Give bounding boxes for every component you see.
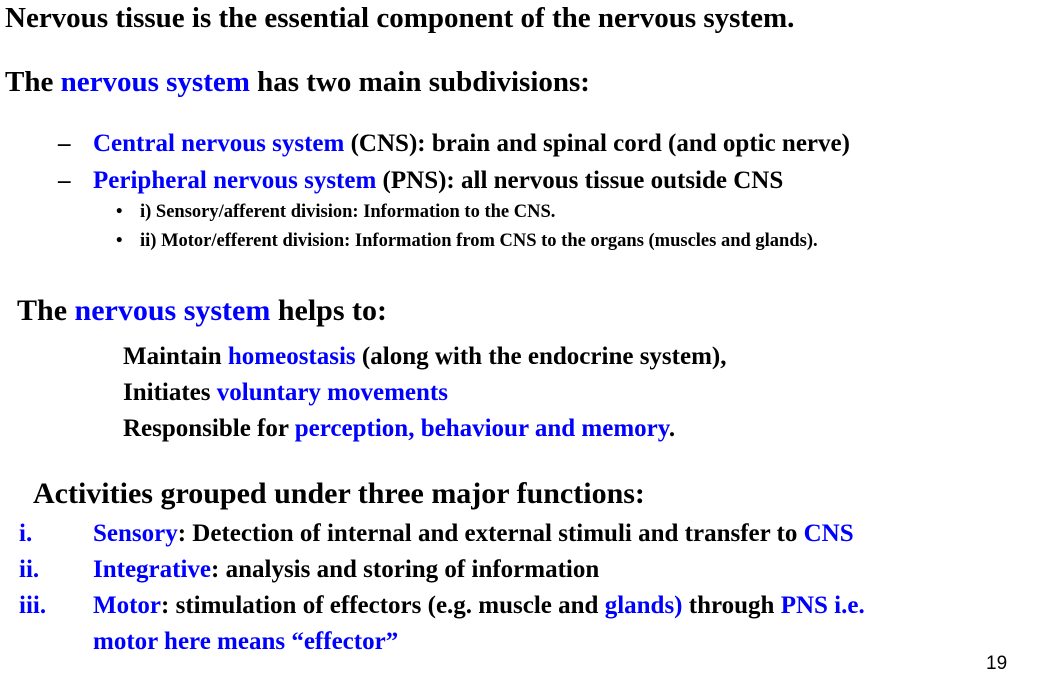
text: The <box>5 66 61 98</box>
highlight: glands) <box>604 592 683 619</box>
highlight: PNS i.e. <box>780 592 865 619</box>
helps-item: Maintain homeostasis (along with the end… <box>123 344 726 369</box>
text: Initiates <box>123 379 217 406</box>
text: The <box>17 294 75 327</box>
highlight: Motor <box>93 592 162 619</box>
text: has two main subdivisions: <box>249 66 590 98</box>
highlight: voluntary movements <box>216 379 448 406</box>
dash-marker: – <box>58 130 71 157</box>
text: : Detection of internal and external sti… <box>177 520 804 547</box>
text: Responsible for <box>123 415 295 442</box>
highlight: Integrative <box>93 556 212 583</box>
highlight: perception, behaviour and memory <box>294 415 669 442</box>
text: . <box>668 415 676 442</box>
bullet-marker: • <box>116 202 123 222</box>
text: (CNS): brain and spinal cord (and optic … <box>344 130 850 157</box>
intro-heading: Nervous tissue is the essential componen… <box>5 2 795 34</box>
bullet-marker: • <box>116 231 123 251</box>
function-item: Integrative: analysis and storing of inf… <box>93 557 599 582</box>
list-number: i. <box>19 520 33 547</box>
page-number: 19 <box>986 653 1008 674</box>
pns-subitem: ii) Motor/efferent division: Information… <box>140 231 818 251</box>
text: helps to: <box>270 294 388 327</box>
highlight: homeostasis <box>227 343 356 370</box>
highlight: Peripheral nervous system <box>93 167 377 194</box>
helps-item: Responsible for perception, behaviour an… <box>123 416 675 441</box>
function-item-continuation: motor here means “effector” <box>93 628 399 655</box>
list-number: ii. <box>19 556 40 583</box>
text: : analysis and storing of information <box>211 556 600 583</box>
helps-heading: The nervous system helps to: <box>17 296 387 326</box>
dash-marker: – <box>58 167 71 194</box>
function-item: Motor: stimulation of effectors (e.g. mu… <box>93 593 865 618</box>
pns-subitem: i) Sensory/afferent division: Informatio… <box>140 202 556 222</box>
highlight: CNS <box>803 520 854 547</box>
highlight: nervous system <box>60 66 250 98</box>
highlight: nervous system <box>74 294 271 327</box>
pns-item: Peripheral nervous system (PNS): all ner… <box>93 168 783 193</box>
cns-item: Central nervous system (CNS): brain and … <box>93 131 850 156</box>
text: (PNS): all nervous tissue outside CNS <box>376 167 784 194</box>
highlight: Sensory <box>93 520 178 547</box>
text: : stimulation of effectors (e.g. muscle … <box>161 592 605 619</box>
helps-item: Initiates voluntary movements <box>123 380 448 405</box>
highlight: Central nervous system <box>93 130 345 157</box>
text: through <box>682 592 781 619</box>
function-item: Sensory: Detection of internal and exter… <box>93 521 854 546</box>
list-number: iii. <box>19 592 47 619</box>
text: Maintain <box>123 343 228 370</box>
activities-heading: Activities grouped under three major fun… <box>33 477 645 510</box>
text: (along with the endocrine system), <box>355 343 727 370</box>
subdivisions-heading: The nervous system has two main subdivis… <box>5 68 590 97</box>
